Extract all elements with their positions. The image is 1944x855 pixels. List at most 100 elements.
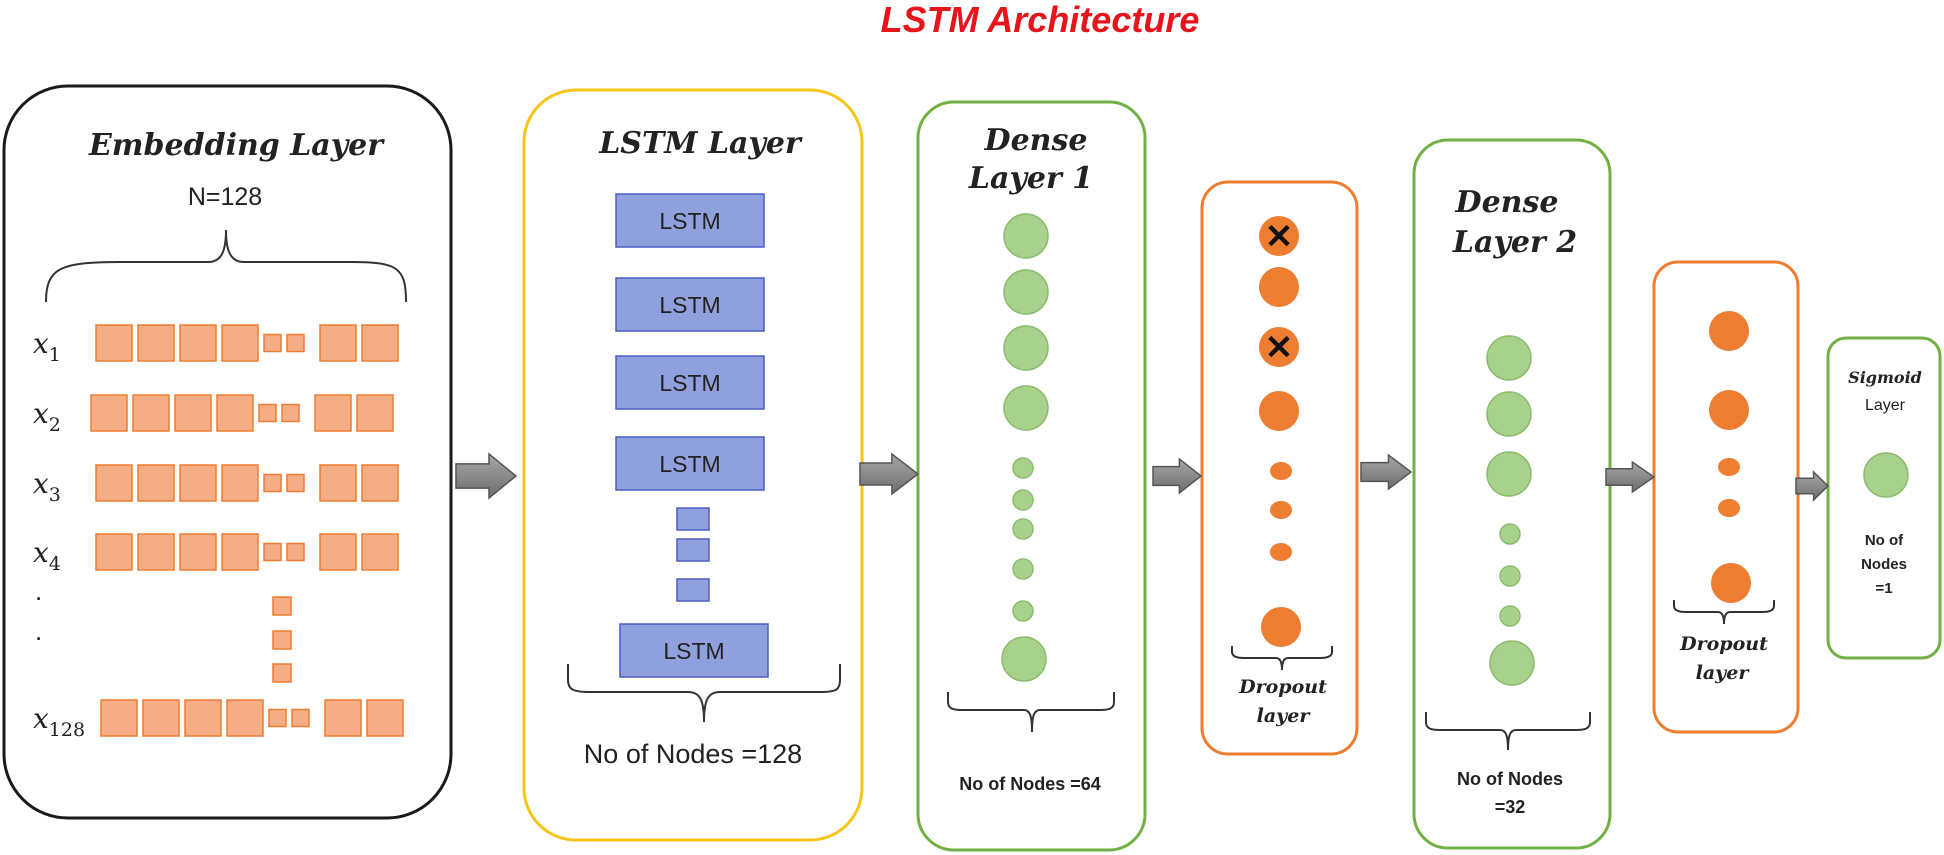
embedding-row-subscript: 4	[49, 553, 61, 575]
lstm-layer-title: LSTM Layer	[598, 126, 803, 161]
embedding-vector-cell	[263, 473, 282, 493]
dropout-layer-2-border	[1652, 260, 1800, 734]
neuron-node	[1270, 501, 1292, 519]
dense-layer-1-brace	[947, 692, 1115, 733]
embedding-vector-cell	[286, 542, 305, 562]
embedding-vector-cell	[258, 403, 277, 423]
dense-layer-2-title-line-2: Layer 2	[1452, 225, 1577, 260]
dense-layer-2-title-line-1: Dense	[1455, 185, 1559, 220]
dense-layer-1-panel: Dense Layer 1 No of Nodes =64	[916, 100, 1147, 852]
embedding-size-label: N=128	[188, 183, 262, 211]
lstm-cell: LSTM	[615, 277, 765, 332]
embedding-ellipsis-2: .	[35, 616, 42, 646]
dropout-layer-1-brace	[1231, 646, 1333, 671]
embedding-vector-cell	[319, 324, 357, 362]
embedding-layer-title: Embedding Layer	[88, 128, 385, 163]
embedding-vector-cell	[137, 324, 175, 362]
neuron-node	[1012, 489, 1034, 511]
embedding-vector-cell	[361, 533, 399, 571]
neuron-node	[1261, 607, 1301, 647]
dense-layer-2-brace	[1425, 712, 1591, 751]
flow-arrow	[859, 452, 920, 496]
dropout-layer-1-nodes: ✕✕	[1259, 216, 1301, 647]
embedding-vector-cell	[319, 464, 357, 502]
sigmoid-layer-title-line-1: Sigmoid	[1848, 368, 1922, 387]
neuron-node	[1718, 458, 1740, 476]
embedding-vector-cell	[286, 473, 305, 493]
lstm-cell-label: LSTM	[659, 292, 720, 318]
neuron-node	[1003, 269, 1049, 315]
neuron-node	[1270, 462, 1292, 480]
dropout-layer-2-nodes	[1709, 311, 1751, 603]
sigmoid-nodes-label-line-2: Nodes	[1861, 556, 1907, 573]
embedding-vector-cell	[361, 464, 399, 502]
dense-layer-2-panel: Dense Layer 2 No of Nodes =32	[1412, 138, 1612, 850]
embedding-vector-cell	[132, 394, 170, 432]
neuron-node	[1711, 563, 1751, 603]
neuron-node	[1003, 213, 1049, 259]
embedding-vector-cell	[281, 403, 300, 423]
lstm-cell: LSTM	[619, 623, 769, 678]
sigmoid-layer-panel: Sigmoid Layer No of Nodes =1	[1826, 336, 1942, 660]
embedding-vector-cell	[179, 464, 217, 502]
neuron-node	[1003, 385, 1049, 431]
flow-arrow	[455, 452, 518, 500]
lstm-cell: LSTM	[615, 355, 765, 410]
embedding-vertical-dots	[272, 596, 292, 683]
dense-layer-2-nodes-label-line-1: No of Nodes	[1457, 769, 1563, 789]
embedding-vertical-dot	[272, 630, 292, 650]
dropout-layer-2-brace	[1673, 600, 1775, 625]
embedding-vector-cell	[174, 394, 212, 432]
sigmoid-layer-border	[1826, 336, 1942, 660]
embedding-vector-cell	[95, 464, 133, 502]
neuron-node	[1709, 390, 1749, 430]
embedding-vector-cell	[216, 394, 254, 432]
dense-layer-1-title-line-2: Layer 1	[968, 161, 1093, 196]
lstm-cell-ellipsis-box	[676, 507, 710, 531]
lstm-cell-label: LSTM	[659, 370, 720, 396]
neuron-node	[1259, 267, 1299, 307]
lstm-nodes-label: No of Nodes =128	[584, 739, 802, 769]
lstm-brace	[567, 664, 841, 723]
flow-arrows	[455, 452, 1830, 502]
neuron-node	[1259, 327, 1299, 367]
embedding-row: x1	[33, 324, 399, 366]
flow-arrow	[1360, 453, 1413, 491]
sigmoid-nodes-label-line-3: =1	[1875, 580, 1892, 597]
embedding-vector-cell	[137, 464, 175, 502]
embedding-vector-cell	[90, 394, 128, 432]
neuron-node	[1499, 605, 1521, 627]
embedding-vertical-dot	[272, 663, 292, 683]
embedding-vector-cell	[263, 333, 282, 353]
embedding-row-subscript: 128	[49, 719, 85, 741]
embedding-vector-cell	[226, 699, 264, 737]
embedding-vector-cell	[291, 708, 310, 728]
lstm-cell-box	[615, 277, 765, 332]
diagram-title: LSTM Architecture	[881, 0, 1200, 40]
neuron-node	[1012, 457, 1034, 479]
embedding-vector-cell	[221, 464, 259, 502]
dropout-layer-2-label-line-2: layer	[1696, 662, 1751, 684]
dropped-node-mark: ✕	[1265, 218, 1294, 256]
dense-layer-1-nodes	[1001, 213, 1049, 682]
embedding-layer-border	[2, 84, 453, 820]
neuron-node	[1718, 499, 1740, 517]
neuron-node	[1709, 311, 1749, 351]
embedding-vector-cell	[324, 699, 362, 737]
dense-layer-1-nodes-label: No of Nodes =64	[959, 774, 1101, 794]
dense-layer-1-border	[916, 100, 1147, 852]
neuron-node	[1499, 565, 1521, 587]
embedding-row: x3	[33, 464, 399, 506]
lstm-cell-ellipsis-box	[676, 538, 710, 562]
neuron-node	[1486, 391, 1532, 437]
embedding-vector-cell	[221, 533, 259, 571]
lstm-cell-box	[615, 436, 765, 491]
embedding-vector-cell	[179, 324, 217, 362]
sigmoid-nodes-label-line-1: No of	[1865, 532, 1904, 549]
dropout-layer-1-panel: ✕✕ Dropout layer	[1200, 180, 1359, 756]
dropout-layer-2-label-line-1: Dropout	[1679, 633, 1768, 655]
